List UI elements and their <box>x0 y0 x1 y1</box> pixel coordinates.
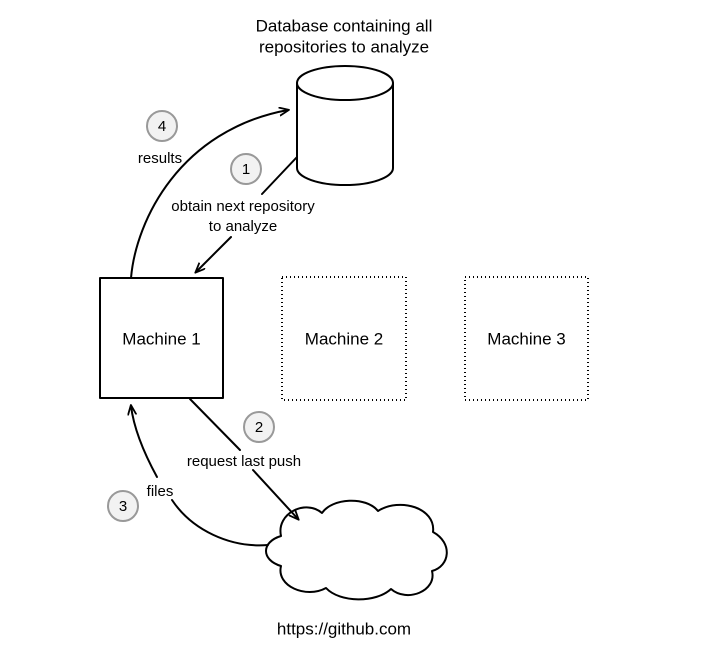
step-badge-4: 4 <box>146 110 178 142</box>
step-badge-4-circle <box>146 110 178 142</box>
flow-results-label: results <box>138 150 182 167</box>
step-badge-3: 3 <box>107 490 139 522</box>
flow-files-label: files <box>147 483 174 500</box>
step-badge-3-number: 3 <box>119 498 127 515</box>
step-badge-3-circle <box>107 490 139 522</box>
database-body <box>296 82 394 186</box>
step-badge-2-circle <box>243 411 275 443</box>
step-badge-1-circle <box>230 153 262 185</box>
title-line-1: Database containing all <box>256 16 433 35</box>
step-badge-1-number: 1 <box>242 161 250 178</box>
node-machine-2[interactable]: Machine 2 <box>281 276 407 401</box>
flow-files-segment-2 <box>131 406 158 478</box>
flow-request-last-push-segment-1 <box>189 398 241 451</box>
title-line-2: repositories to analyze <box>259 37 429 56</box>
flow-request-last-push: request last push <box>187 398 301 519</box>
flow-obtain-repository-label-line-2: to analyze <box>209 218 277 235</box>
node-database[interactable] <box>296 65 394 186</box>
flow-files-segment-1 <box>171 499 269 547</box>
flow-files: files <box>131 406 269 547</box>
flow-request-last-push-label: request last push <box>187 453 301 470</box>
step-badge-4-number: 4 <box>158 118 166 135</box>
database-top-ellipse <box>296 65 394 101</box>
node-machine-3[interactable]: Machine 3 <box>464 276 589 401</box>
machine-2-label: Machine 2 <box>305 329 383 348</box>
flow-obtain-repository-segment-2 <box>196 236 232 272</box>
machine-3-label: Machine 3 <box>487 329 565 348</box>
flow-results: results <box>130 110 288 279</box>
node-machine-1[interactable]: Machine 1 <box>99 277 224 399</box>
flow-obtain-repository-segment-1 <box>261 156 298 195</box>
flow-obtain-repository-label-line-1: obtain next repository <box>171 198 315 215</box>
node-github-cloud[interactable] <box>265 499 448 601</box>
github-url-label: https://github.com <box>277 619 411 638</box>
machine-1-label: Machine 1 <box>122 329 200 348</box>
step-badge-2: 2 <box>243 411 275 443</box>
step-badge-2-number: 2 <box>255 419 263 436</box>
flow-obtain-repository: obtain next repository to analyze <box>171 156 315 272</box>
flow-request-last-push-segment-2 <box>252 469 298 519</box>
flow-results-arrow <box>130 110 288 279</box>
diagram-title: Database containing all repositories to … <box>256 16 433 56</box>
machine-2-box <box>281 276 407 401</box>
step-badge-1: 1 <box>230 153 262 185</box>
machine-3-box <box>464 276 589 401</box>
github-cloud-shape <box>265 499 448 601</box>
machine-1-box <box>99 277 224 399</box>
